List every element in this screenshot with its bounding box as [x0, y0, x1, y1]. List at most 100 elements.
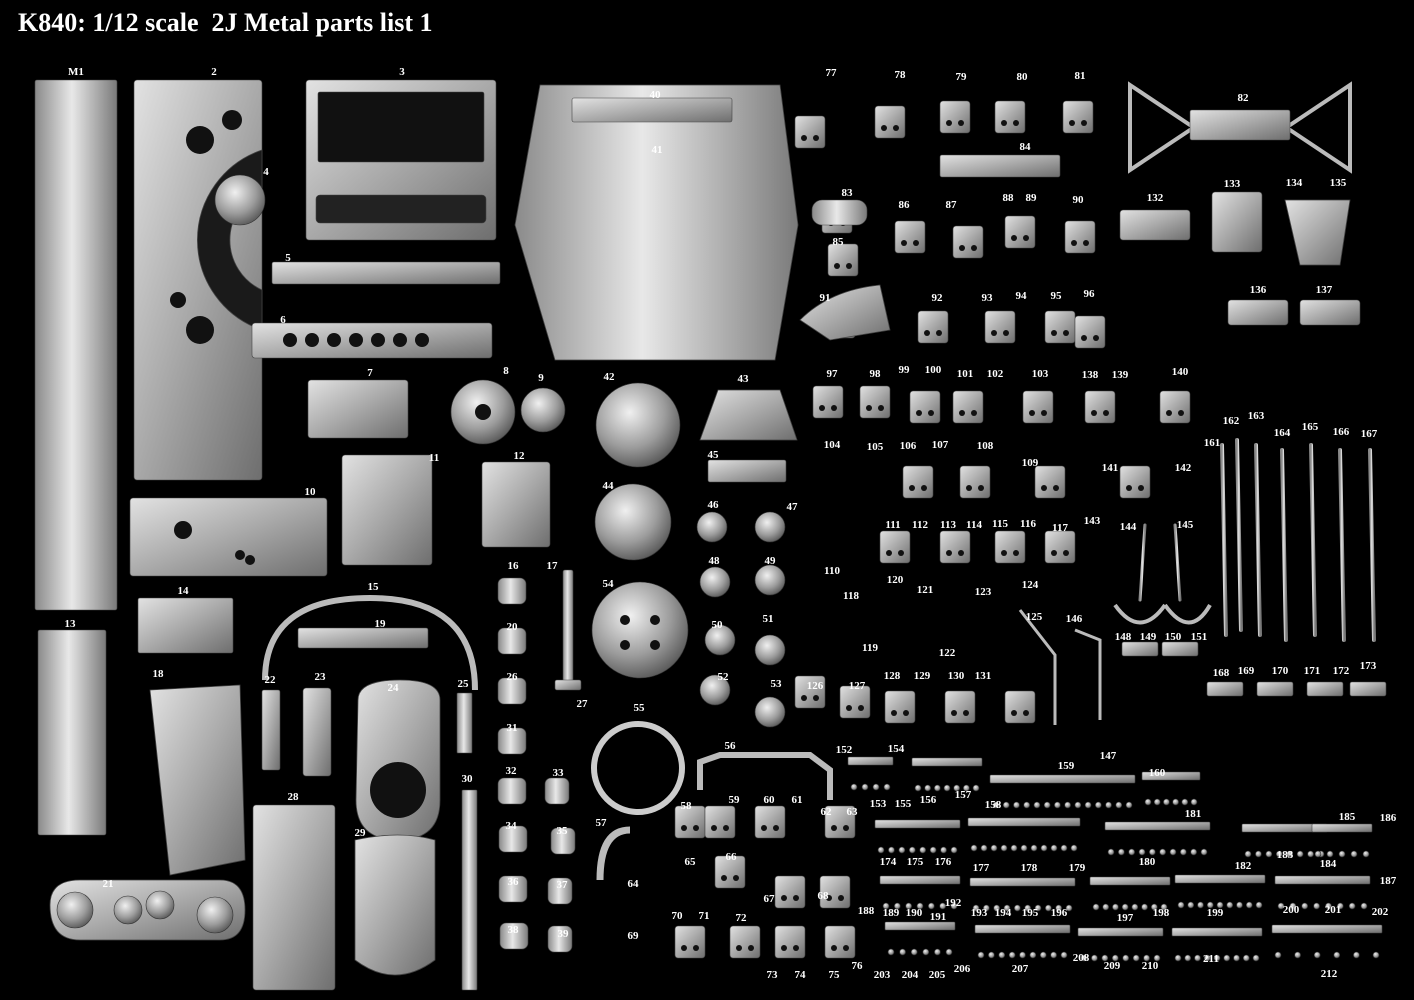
- comb-tip: [1200, 848, 1208, 856]
- part-bracket: [1074, 315, 1106, 349]
- part-bracket: [1084, 390, 1116, 424]
- hole: [475, 404, 491, 420]
- hole: [928, 410, 934, 416]
- part-180: [1104, 821, 1211, 831]
- part-number-label: 147: [1099, 750, 1117, 762]
- comb-tip: [1084, 801, 1092, 809]
- part-number-label: 24: [387, 682, 399, 694]
- part-number-label: 35: [556, 825, 568, 837]
- part-number-label: 165: [1301, 421, 1319, 433]
- part-number-label: 184: [1319, 858, 1337, 870]
- part-number-label: 95: [1050, 290, 1062, 302]
- hole: [1083, 240, 1089, 246]
- part-number-label: 102: [986, 368, 1004, 380]
- part-number-label: 210: [1141, 960, 1159, 972]
- comb-tip: [1043, 801, 1051, 809]
- comb-tip: [1307, 850, 1314, 858]
- part-top: [1349, 681, 1387, 697]
- comb-tip: [1125, 801, 1133, 809]
- part-number-label: 197: [1116, 912, 1134, 924]
- part-number-label: 149: [1139, 631, 1157, 643]
- comb-tip: [1172, 798, 1179, 806]
- part-number-label: 60: [763, 794, 775, 806]
- hole: [959, 410, 965, 416]
- part-number-label: 70: [671, 910, 683, 922]
- part-number-label: 189: [882, 907, 900, 919]
- comb-tip: [1003, 904, 1011, 912]
- hole: [831, 945, 837, 951]
- part-212: [1271, 924, 1383, 934]
- part-208: [1077, 927, 1164, 937]
- part-133: [1211, 191, 1263, 253]
- part-number-label: 61: [791, 794, 803, 806]
- comb-tip: [916, 902, 924, 910]
- comb-tip: [898, 846, 906, 854]
- metal-part: [113, 895, 143, 925]
- hole: [1003, 330, 1009, 336]
- part-number-label: 157: [954, 789, 972, 801]
- comb-tip: [1070, 844, 1078, 852]
- hole: [1013, 120, 1019, 126]
- hole: [1053, 485, 1059, 491]
- part-cylinder: [544, 777, 570, 805]
- part-number-label: 121: [916, 584, 934, 596]
- part-long-rod: [1235, 438, 1243, 632]
- hole: [898, 550, 904, 556]
- hole: [891, 710, 897, 716]
- part-number-label: 206: [953, 963, 971, 975]
- comb-tip: [922, 948, 930, 956]
- comb-tip: [1187, 901, 1195, 909]
- part-bracket: [1044, 310, 1076, 344]
- hole: [819, 405, 825, 411]
- comb-tip: [940, 846, 947, 854]
- part-bracket: [894, 220, 926, 254]
- part-57: [596, 826, 631, 881]
- hole: [371, 333, 385, 347]
- comb-tip: [1101, 954, 1109, 962]
- part-number-label: 12: [513, 450, 525, 462]
- hole: [831, 825, 837, 831]
- part-number-label: 47: [786, 501, 798, 513]
- part-number-label: 115: [992, 518, 1008, 530]
- comb-tip: [950, 846, 958, 854]
- part-number-label: 116: [1020, 518, 1036, 530]
- part-cylinder: [547, 877, 573, 905]
- part-number-label: 120: [886, 574, 904, 586]
- part-bracket: [939, 100, 971, 134]
- hole: [186, 316, 214, 344]
- part-134-135: [1284, 199, 1351, 266]
- comb-tip: [1023, 801, 1030, 809]
- part-bracket: [984, 310, 1016, 344]
- comb-tip: [908, 846, 916, 854]
- comb-tip: [1019, 951, 1026, 959]
- comb-tip: [1065, 904, 1073, 912]
- comb-tip: [1275, 850, 1283, 858]
- page-title: K840: 1/12 scale 2J Metal parts list 1: [18, 8, 433, 37]
- part-top: [1206, 681, 1244, 697]
- part-number-label: 7: [367, 367, 373, 379]
- comb-tip: [1223, 954, 1231, 962]
- part-number-label: 139: [1111, 369, 1129, 381]
- comb-tip: [1252, 954, 1260, 962]
- part-number-label: 114: [966, 519, 982, 531]
- part-number-label: 171: [1303, 665, 1321, 677]
- comb-tip: [1149, 848, 1156, 856]
- part-number-label: 81: [1074, 70, 1086, 82]
- part-42-gear: [595, 382, 681, 468]
- comb-tip: [1362, 850, 1370, 858]
- comb-tip: [972, 784, 980, 792]
- part-number-label: 103: [1031, 368, 1049, 380]
- hole: [966, 485, 972, 491]
- part-number-label: 151: [1190, 631, 1208, 643]
- part-m1-strip: [34, 79, 118, 611]
- comb-tip: [1008, 951, 1016, 959]
- part-number-label: 28: [287, 791, 299, 803]
- part-number-label: 87: [945, 199, 957, 211]
- part-number-label: 29: [354, 827, 366, 839]
- comb-tip: [1105, 801, 1112, 809]
- hole: [1126, 485, 1132, 491]
- part-number-label: 49: [764, 555, 776, 567]
- part-177: [967, 817, 1081, 827]
- comb-tip: [1143, 954, 1150, 962]
